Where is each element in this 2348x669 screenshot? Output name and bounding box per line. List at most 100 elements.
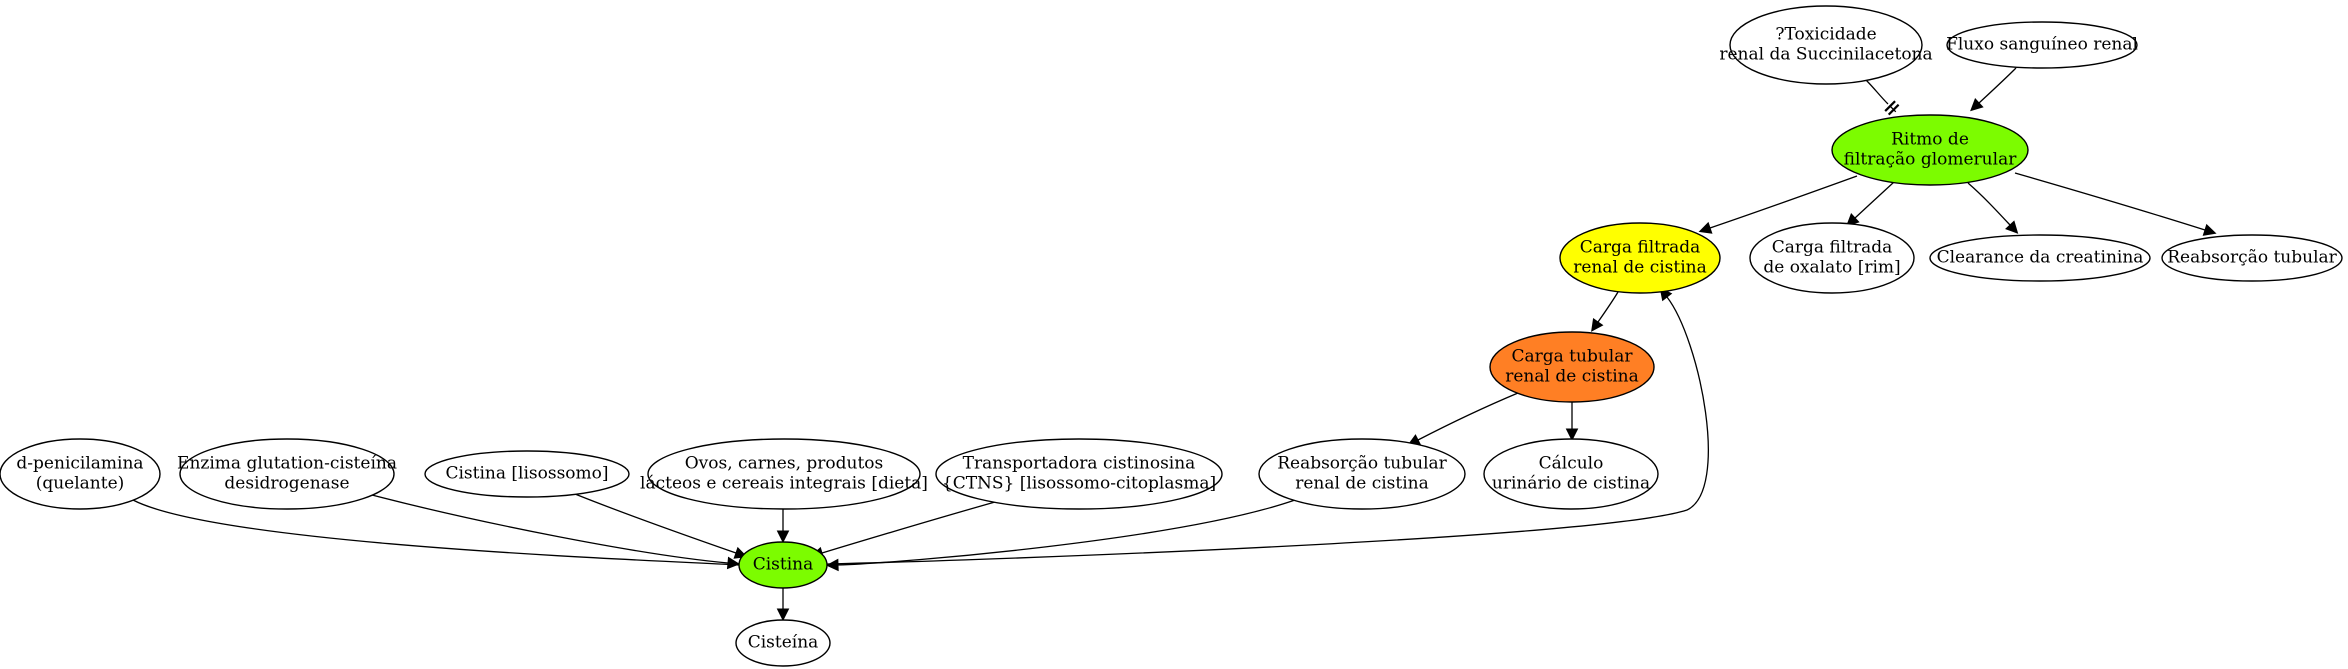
node-label: Carga filtrada (1772, 238, 1893, 258)
node-label: Cistina (753, 555, 814, 575)
edge-line (2014, 172, 2206, 231)
arrow-head (825, 558, 839, 572)
node-ellipse (738, 541, 828, 589)
arrow-head (1591, 317, 1604, 332)
edge-carga-filtrada-cistina-to-carga-tubular (1591, 291, 1619, 332)
node-cistina-lisossomo: Cistina [lisossomo] (424, 450, 630, 498)
node-ellipse (1489, 331, 1655, 403)
inhibition-bar (1887, 103, 1900, 116)
arrow-head (776, 530, 790, 544)
node-ellipse (2161, 234, 2343, 282)
node-label: ?Toxicidade (1775, 25, 1876, 45)
node-label: desidrogenase (224, 474, 349, 494)
edge-line (1854, 181, 1895, 219)
node-cisteina: Cisteína (735, 619, 831, 667)
node-label: de oxalato [rim] (1763, 258, 1900, 278)
node-ellipse (1483, 438, 1659, 510)
edge-cistina-to-carga-filtrada-cistina (826, 287, 1709, 565)
node-label: Cálculo (1539, 454, 1604, 474)
edge-ritmo-to-clearance (1967, 182, 2019, 234)
node-cistina: Cistina (738, 541, 828, 589)
edge-line (574, 493, 737, 554)
edge-carga-tubular-to-reabsorcao-cistina (1407, 392, 1519, 446)
node-label: Fluxo sanguíneo renal (1946, 35, 2138, 55)
arrow-head (2202, 223, 2217, 236)
edge-line (821, 501, 996, 554)
node-ellipse (179, 438, 395, 510)
edges-layer (132, 67, 2217, 622)
edge-line (371, 494, 729, 564)
edge-ritmo-to-carga-filtrada-oxalato (1846, 181, 1895, 227)
node-ellipse (1258, 438, 1466, 510)
node-ellipse (1929, 234, 2151, 282)
arrow-head (1698, 221, 1713, 234)
edge-cistina-to-cisteina (776, 587, 790, 622)
node-label: Cisteína (748, 633, 819, 653)
edge-line (837, 499, 1296, 566)
arrow-head (776, 608, 790, 622)
node-ellipse (424, 450, 630, 498)
edge-enzima-to-cistina (371, 494, 741, 570)
inhibition-bar (1884, 100, 1896, 112)
edge-penicilamina-to-cistina (132, 499, 751, 573)
arrow-head (1565, 428, 1579, 442)
node-label: Cistina [lisossomo] (445, 464, 608, 484)
node-label: Transportadora cistinosina (963, 454, 1196, 474)
node-label: Reabsorção tubular (1277, 454, 1447, 474)
node-ellipse (1946, 21, 2138, 69)
node-ellipse (735, 619, 831, 667)
node-clearance: Clearance da creatinina (1929, 234, 2151, 282)
edge-line (1709, 175, 1858, 229)
node-label: lácteos e cereais integrais [dieta] (640, 474, 928, 494)
edge-ritmo-to-carga-filtrada-cistina (1698, 175, 1858, 234)
node-ellipse (935, 438, 1223, 510)
node-label: Carga tubular (1511, 347, 1633, 367)
edge-line (1597, 291, 1619, 323)
node-ellipse (1749, 222, 1915, 294)
node-label: Reabsorção tubular (2167, 248, 2337, 268)
edge-line (1417, 392, 1519, 441)
edge-line (1865, 79, 1889, 105)
node-label: filtração glomerular (1844, 150, 2018, 170)
edge-line (132, 499, 740, 566)
edge-line (1978, 67, 2017, 104)
edge-ritmo-to-reabsorcao (2014, 172, 2217, 236)
node-label: Enzima glutation-cisteína (177, 454, 397, 474)
edge-dieta-to-cistina (776, 508, 790, 544)
node-label: Carga filtrada (1580, 238, 1701, 258)
node-label: renal da Succinilacetona (1719, 45, 1932, 65)
node-ellipse (1559, 222, 1721, 294)
edge-toxicidade-to-ritmo (1865, 79, 1900, 116)
edge-reabsorcao-cistina-to-cistina (825, 499, 1296, 572)
node-label: Clearance da creatinina (1937, 248, 2144, 268)
node-label: renal de cistina (1295, 474, 1429, 494)
node-label: Ovos, carnes, produtos (685, 454, 884, 474)
node-label: urinário de cistina (1492, 474, 1650, 494)
node-reabsorcao: Reabsorção tubular (2161, 234, 2343, 282)
node-penicilamina: d-penicilamina(quelante) (0, 438, 161, 510)
arrow-head (1970, 98, 1984, 112)
node-ctns: Transportadora cistinosina{CTNS} [lisoss… (935, 438, 1223, 510)
node-label: Ritmo de (1891, 130, 1969, 150)
arrow-head (726, 556, 741, 570)
edge-fluxo-to-ritmo (1970, 67, 2017, 112)
node-ellipse (1831, 114, 2029, 186)
edge-line (826, 296, 1709, 565)
edge-carga-tubular-to-calculo (1565, 402, 1579, 442)
node-ellipse (647, 438, 921, 510)
node-fluxo: Fluxo sanguíneo renal (1946, 21, 2138, 69)
node-label: (quelante) (36, 474, 125, 494)
node-label: renal de cistina (1573, 258, 1707, 278)
node-label: {CTNS} [lisossomo-citoplasma] (942, 474, 1216, 494)
node-ellipse (0, 438, 161, 510)
